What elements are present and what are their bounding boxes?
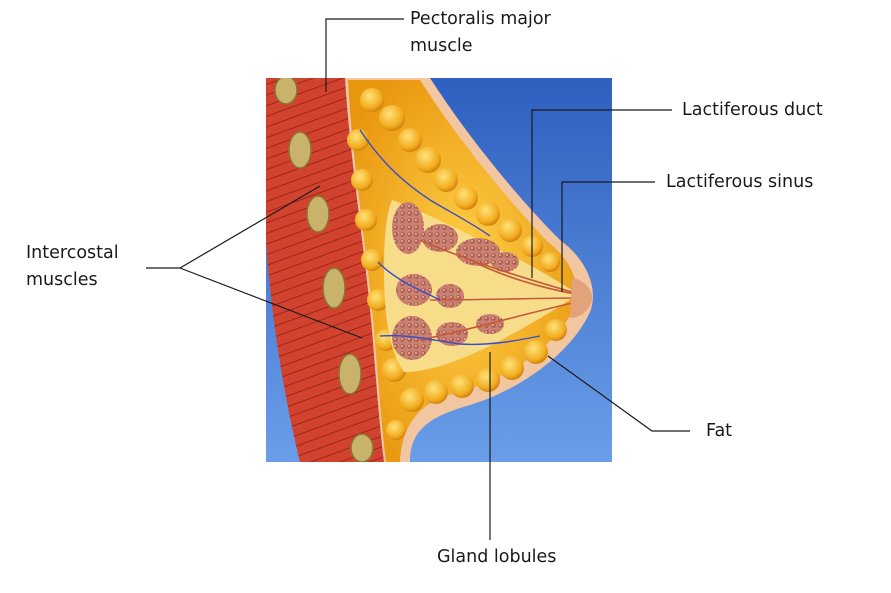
leader-lactiferous-sinus	[561, 181, 655, 292]
fat-globules	[347, 88, 567, 440]
nipple-shape	[570, 278, 593, 318]
label-lactiferous-sinus: Lactiferous sinus	[666, 172, 814, 192]
label-intercostal-line1: Intercostal	[26, 243, 119, 263]
label-intercostal-muscles: Intercostal muscles	[26, 240, 119, 294]
breast-cross-section	[266, 78, 593, 462]
label-intercostal-line2: muscles	[26, 270, 98, 290]
label-pectoralis-line1: Pectoralis major	[410, 9, 551, 29]
leader-intercostal-b	[179, 267, 363, 339]
leader-intercostal-a	[179, 185, 321, 269]
leader-fat	[547, 355, 690, 432]
ribs	[274, 78, 374, 462]
label-lactiferous-duct: Lactiferous duct	[682, 100, 823, 120]
label-pectoralis-major: Pectoralis major muscle	[410, 6, 551, 60]
leader-lactiferous-duct	[531, 109, 672, 278]
leader-pectoralis	[325, 18, 404, 92]
label-gland-lobules: Gland lobules	[437, 547, 557, 567]
label-fat: Fat	[706, 421, 733, 441]
label-pectoralis-line2: muscle	[410, 36, 473, 56]
leader-lines	[146, 18, 690, 540]
blood-vessels	[359, 129, 541, 346]
